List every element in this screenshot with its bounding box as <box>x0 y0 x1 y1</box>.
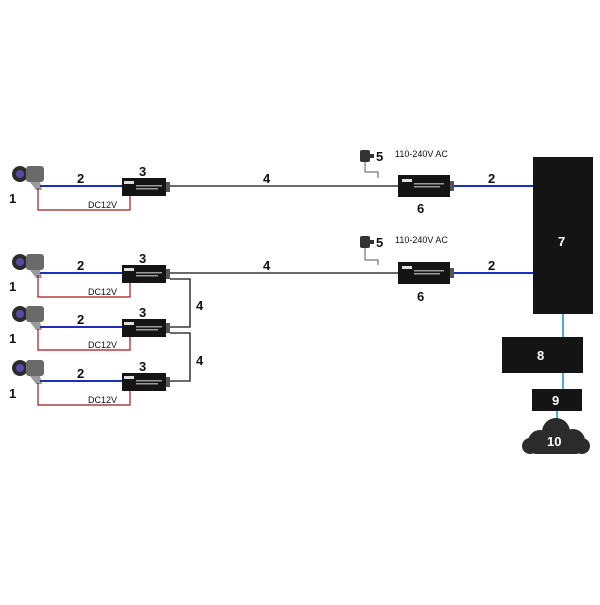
receiver-box <box>398 175 454 197</box>
switch-label: 7 <box>558 234 565 249</box>
receiver-group-1: 5 110-240V AC 6 2 <box>360 149 533 216</box>
ac-label: 110-240V AC <box>395 149 448 159</box>
power-cable <box>37 383 131 406</box>
camera-row-3: 1 2 DC12V 3 <box>9 305 170 351</box>
camera-row-4: 1 2 DC12V 3 <box>9 359 170 406</box>
adapter-label: 5 <box>376 235 383 250</box>
camera-label: 1 <box>9 279 16 294</box>
dc-label: DC12V <box>88 340 117 350</box>
receiver-box <box>398 262 454 284</box>
camera-label: 1 <box>9 331 16 346</box>
router-box: 9 <box>532 389 582 411</box>
converter-label: 3 <box>139 251 146 266</box>
switch-box: 7 <box>533 157 593 314</box>
converter-box <box>122 265 170 283</box>
converter-label: 3 <box>139 359 146 374</box>
camera-icon <box>12 166 44 190</box>
cable-label: 2 <box>77 366 84 381</box>
converter-label: 3 <box>139 305 146 320</box>
converter-box <box>122 178 170 196</box>
cable-label: 2 <box>77 312 84 327</box>
receiver-group-2: 5 110-240V AC 6 2 <box>360 235 533 304</box>
camera-label: 1 <box>9 386 16 401</box>
converter-box <box>122 319 170 337</box>
long-cable-label: 4 <box>263 171 271 186</box>
camera-icon <box>12 306 44 330</box>
chain-link-1: 4 <box>170 278 204 328</box>
adapter-label: 5 <box>376 149 383 164</box>
router-label: 9 <box>552 393 559 408</box>
ac-label: 110-240V AC <box>395 235 448 245</box>
nvr-box: 8 <box>502 337 583 373</box>
converter-box <box>122 373 170 391</box>
dc-label: DC12V <box>88 395 117 405</box>
cloud-label: 10 <box>547 434 561 449</box>
cloud-icon: 10 <box>522 418 590 454</box>
chain-cable-label: 4 <box>196 298 204 313</box>
chain-cable-label: 4 <box>196 353 204 368</box>
cable-label: 2 <box>488 171 495 186</box>
camera-icon <box>12 254 44 278</box>
power-cable <box>37 275 131 298</box>
receiver-label: 6 <box>417 201 424 216</box>
power-cable <box>37 329 131 351</box>
camera-row-1: 1 2 DC12V 3 4 <box>9 164 398 211</box>
power-adapter-icon <box>360 236 379 265</box>
dc-label: DC12V <box>88 200 117 210</box>
receiver-label: 6 <box>417 289 424 304</box>
long-cable-label: 4 <box>263 258 271 273</box>
chain-link-2: 4 <box>170 332 204 382</box>
camera-row-2: 1 2 DC12V 3 4 <box>9 251 398 298</box>
nvr-label: 8 <box>537 348 544 363</box>
power-adapter-icon <box>360 150 379 178</box>
cable-label: 2 <box>77 258 84 273</box>
power-cable <box>37 188 131 211</box>
converter-label: 3 <box>139 164 146 179</box>
cable-label: 2 <box>488 258 495 273</box>
cable-label: 2 <box>77 171 84 186</box>
dc-label: DC12V <box>88 287 117 297</box>
camera-icon <box>12 360 44 384</box>
camera-label: 1 <box>9 191 16 206</box>
